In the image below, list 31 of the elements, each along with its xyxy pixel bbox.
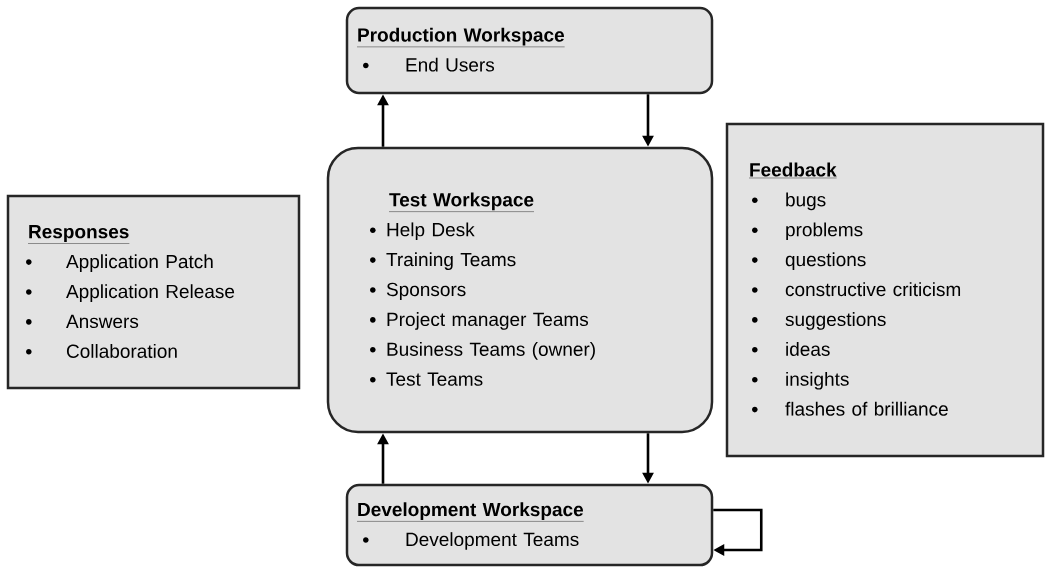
- list-item: Collaboration: [66, 344, 177, 358]
- list-item: flashes of brilliance: [785, 401, 948, 416]
- list-item: questions: [785, 252, 866, 270]
- list-item: ideas: [786, 342, 830, 356]
- list-item: Business Teams (owner): [387, 342, 595, 360]
- list-item: Answers: [66, 314, 139, 329]
- list-item: Training Teams: [386, 252, 516, 270]
- list-item: Sponsors: [386, 282, 466, 300]
- workspace-box: [345, 483, 714, 567]
- list-item: Test Teams: [386, 372, 483, 386]
- heading: Feedback: [748, 162, 837, 179]
- heading: Development Workspace: [356, 502, 584, 522]
- heading: Production Workspace: [356, 27, 565, 48]
- list-box: [725, 122, 1045, 458]
- heading: Test Workspace: [388, 192, 535, 212]
- arrow: [713, 508, 763, 556]
- list-item: problems: [786, 222, 863, 241]
- list-item: End Users: [406, 57, 495, 72]
- list-item: suggestions: [785, 312, 886, 330]
- list-item: Help Desk: [387, 222, 475, 241]
- workspace-box: [326, 146, 714, 434]
- heading: Responses: [27, 225, 130, 244]
- list-item: Development Teams: [406, 532, 579, 550]
- list-item: bugs: [786, 192, 826, 211]
- list-item: Application Patch: [66, 254, 213, 272]
- list-item: constructive criticism: [785, 282, 961, 297]
- list-box: [6, 194, 301, 390]
- list-item: insights: [786, 371, 849, 390]
- workspace-box: [345, 6, 714, 95]
- list-item: Application Release: [66, 284, 235, 302]
- list-item: Project manager Teams: [387, 312, 589, 330]
